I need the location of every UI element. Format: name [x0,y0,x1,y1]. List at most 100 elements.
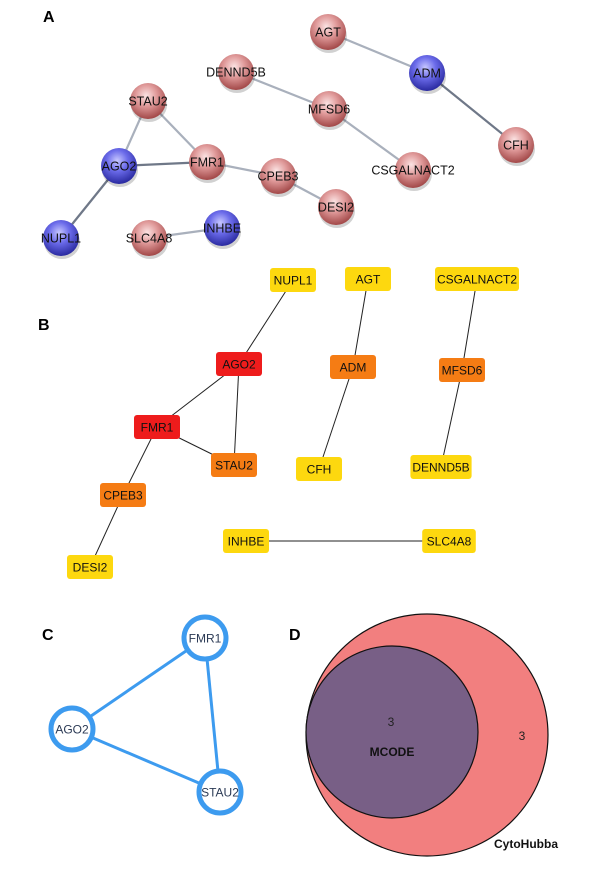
node-stau2[interactable]: STAU2 [128,83,168,122]
node-ring [196,768,244,816]
node-cpeb3[interactable]: CPEB3 [258,158,299,197]
node-label: CSGALNACT2 [437,273,517,287]
node-label: FMR1 [189,632,222,646]
node-box [270,268,316,292]
node-ring [48,705,96,753]
node-slc4a8[interactable]: SLC4A8 [422,529,476,553]
node-desi2[interactable]: DESI2 [318,189,355,228]
node-label: DESI2 [73,561,108,575]
node-stau2[interactable]: STAU2 [196,768,244,816]
node-label: FMR1 [141,421,174,435]
node-cfh[interactable]: CFH [296,457,342,481]
node-box [100,483,146,507]
node-sphere [310,14,346,50]
node-cpeb3[interactable]: CPEB3 [100,483,146,507]
node-label: AGT [356,273,381,287]
node-label: SLC4A8 [126,232,173,246]
node-label: AGO2 [222,358,256,372]
node-box [435,267,519,291]
edge-nupl1-ago2 [238,279,294,365]
edge-mfsd6-dennd5b [440,369,463,468]
node-label: MFSD6 [442,364,483,378]
node-sphere [311,91,347,127]
node-csgalnact2[interactable]: CSGALNACT2 [435,267,519,291]
node-sphere [318,189,354,225]
node-fmr1[interactable]: FMR1 [189,144,226,183]
venn-label-mcode: MCODE [370,745,415,759]
node-stau2[interactable]: STAU2 [211,453,257,477]
node-sphere [409,55,445,91]
node-sphere [131,220,167,256]
node-ago2[interactable]: AGO2 [48,705,96,753]
node-slc4a8[interactable]: SLC4A8 [126,220,173,259]
panel-a-edges [60,30,517,240]
venn-cytohubba-only-count: 3 [519,729,526,743]
panel-label-d: D [289,627,301,644]
node-label: CFH [503,139,529,153]
node-sphere [218,54,254,90]
node-label: CPEB3 [103,489,143,503]
edge-agt-adm [352,278,369,368]
node-sphere [43,220,79,256]
node-sphere [204,210,240,246]
node-nupl1[interactable]: NUPL1 [41,220,81,259]
node-adm[interactable]: ADM [330,355,376,379]
node-dennd5b[interactable]: DENND5B [410,455,472,479]
node-label: AGO2 [55,723,89,737]
panel-c-edges [71,636,222,794]
panel-label-a: A [43,9,55,26]
node-label: DESI2 [318,201,354,215]
node-sphere [130,83,166,119]
edge-fmr1-ago2 [71,636,206,731]
node-label: CFH [307,463,332,477]
node-adm[interactable]: ADM [409,55,446,94]
node-ago2[interactable]: AGO2 [216,352,262,376]
panel-label-b: B [38,317,50,334]
node-box [330,355,376,379]
node-label: DENND5B [412,461,469,475]
edge-adm-cfh [426,72,517,146]
node-box [216,352,262,376]
node-box [345,267,391,291]
node-box [67,555,113,579]
node-label: AGO2 [102,160,137,174]
node-label: ADM [413,67,441,81]
node-sphere [395,152,431,188]
node-cfh[interactable]: CFH [498,127,535,166]
node-fmr1[interactable]: FMR1 [134,415,180,439]
node-dennd5b[interactable]: DENND5B [206,54,266,93]
node-box [134,415,180,439]
panel-label-c: C [42,627,54,644]
node-mfsd6[interactable]: MFSD6 [439,358,485,382]
node-label: INHBE [228,535,265,549]
node-label: CSGALNACT2 [371,164,454,178]
node-box [410,455,472,479]
node-label: FMR1 [190,156,224,170]
node-label: AGT [315,26,341,40]
node-csgalnact2[interactable]: CSGALNACT2 [371,152,455,191]
node-box [296,457,342,481]
node-sphere [498,127,534,163]
node-ago2[interactable]: AGO2 [101,148,138,187]
node-desi2[interactable]: DESI2 [67,555,113,579]
node-fmr1[interactable]: FMR1 [181,614,229,662]
node-inhbe[interactable]: INHBE [223,529,269,553]
node-ring [181,614,229,662]
node-label: STAU2 [201,786,239,800]
edge-csgalnact2-mfsd6 [461,278,478,371]
node-agt[interactable]: AGT [310,14,347,53]
node-box [439,358,485,382]
node-inhbe[interactable]: INHBE [203,210,241,249]
node-label: MFSD6 [308,103,350,117]
node-agt[interactable]: AGT [345,267,391,291]
node-nupl1[interactable]: NUPL1 [270,268,316,292]
node-label: DENND5B [206,66,266,80]
node-sphere [260,158,296,194]
node-mfsd6[interactable]: MFSD6 [308,91,350,130]
